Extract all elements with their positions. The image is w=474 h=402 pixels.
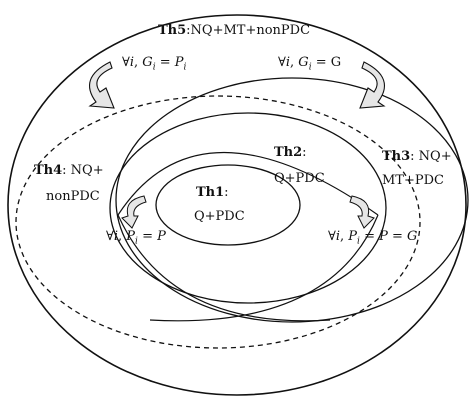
cond-right-bottom: ∀i, Pi = P = G: [328, 229, 418, 247]
th5-label: Th5:NQ+MT+nonPDC: [158, 24, 310, 37]
th4-label-line2: nonPDC: [46, 189, 100, 204]
cond-left-top: ∀i, Gi = Pi: [122, 55, 187, 73]
connector-arc-upper: [117, 152, 379, 216]
th4-label: Th4: NQ+: [34, 163, 104, 178]
th1-name: Th1: [196, 185, 225, 200]
curved-arrow-right-bottom-icon: [349, 195, 375, 229]
th4-name: Th4: [34, 163, 63, 178]
th5-outer-ellipse: [7, 14, 467, 396]
th2-label-line2: Q+PDC: [274, 171, 325, 186]
th2-ellipse: [109, 112, 387, 304]
cond-right-top: ∀i, Gi = G: [278, 55, 342, 73]
th3-label-line2: MT+PDC: [382, 173, 444, 188]
th1-inner-ellipse: [155, 164, 301, 246]
th2-label: Th2:: [274, 145, 307, 160]
th5-name: Th5: [158, 23, 187, 38]
curved-arrow-right-top-icon: [359, 61, 386, 109]
th3-label: Th3: NQ+: [382, 149, 452, 164]
th1-label-line2: Q+PDC: [194, 209, 245, 224]
th3-ellipse: [115, 77, 469, 323]
th4-dashed-ellipse: [15, 95, 421, 349]
curved-arrow-left-bottom-icon: [121, 195, 147, 229]
connector-arc-left: [117, 214, 331, 322]
connector-arc-right: [149, 214, 379, 322]
th5-desc: :NQ+MT+nonPDC: [186, 23, 311, 38]
th3-name: Th3: [382, 149, 411, 164]
th1-label: Th1:: [196, 185, 229, 200]
cond-left-bottom: ∀i, Pi = P: [106, 229, 166, 247]
curved-arrow-left-top-icon: [88, 61, 115, 109]
th2-name: Th2: [274, 145, 303, 160]
